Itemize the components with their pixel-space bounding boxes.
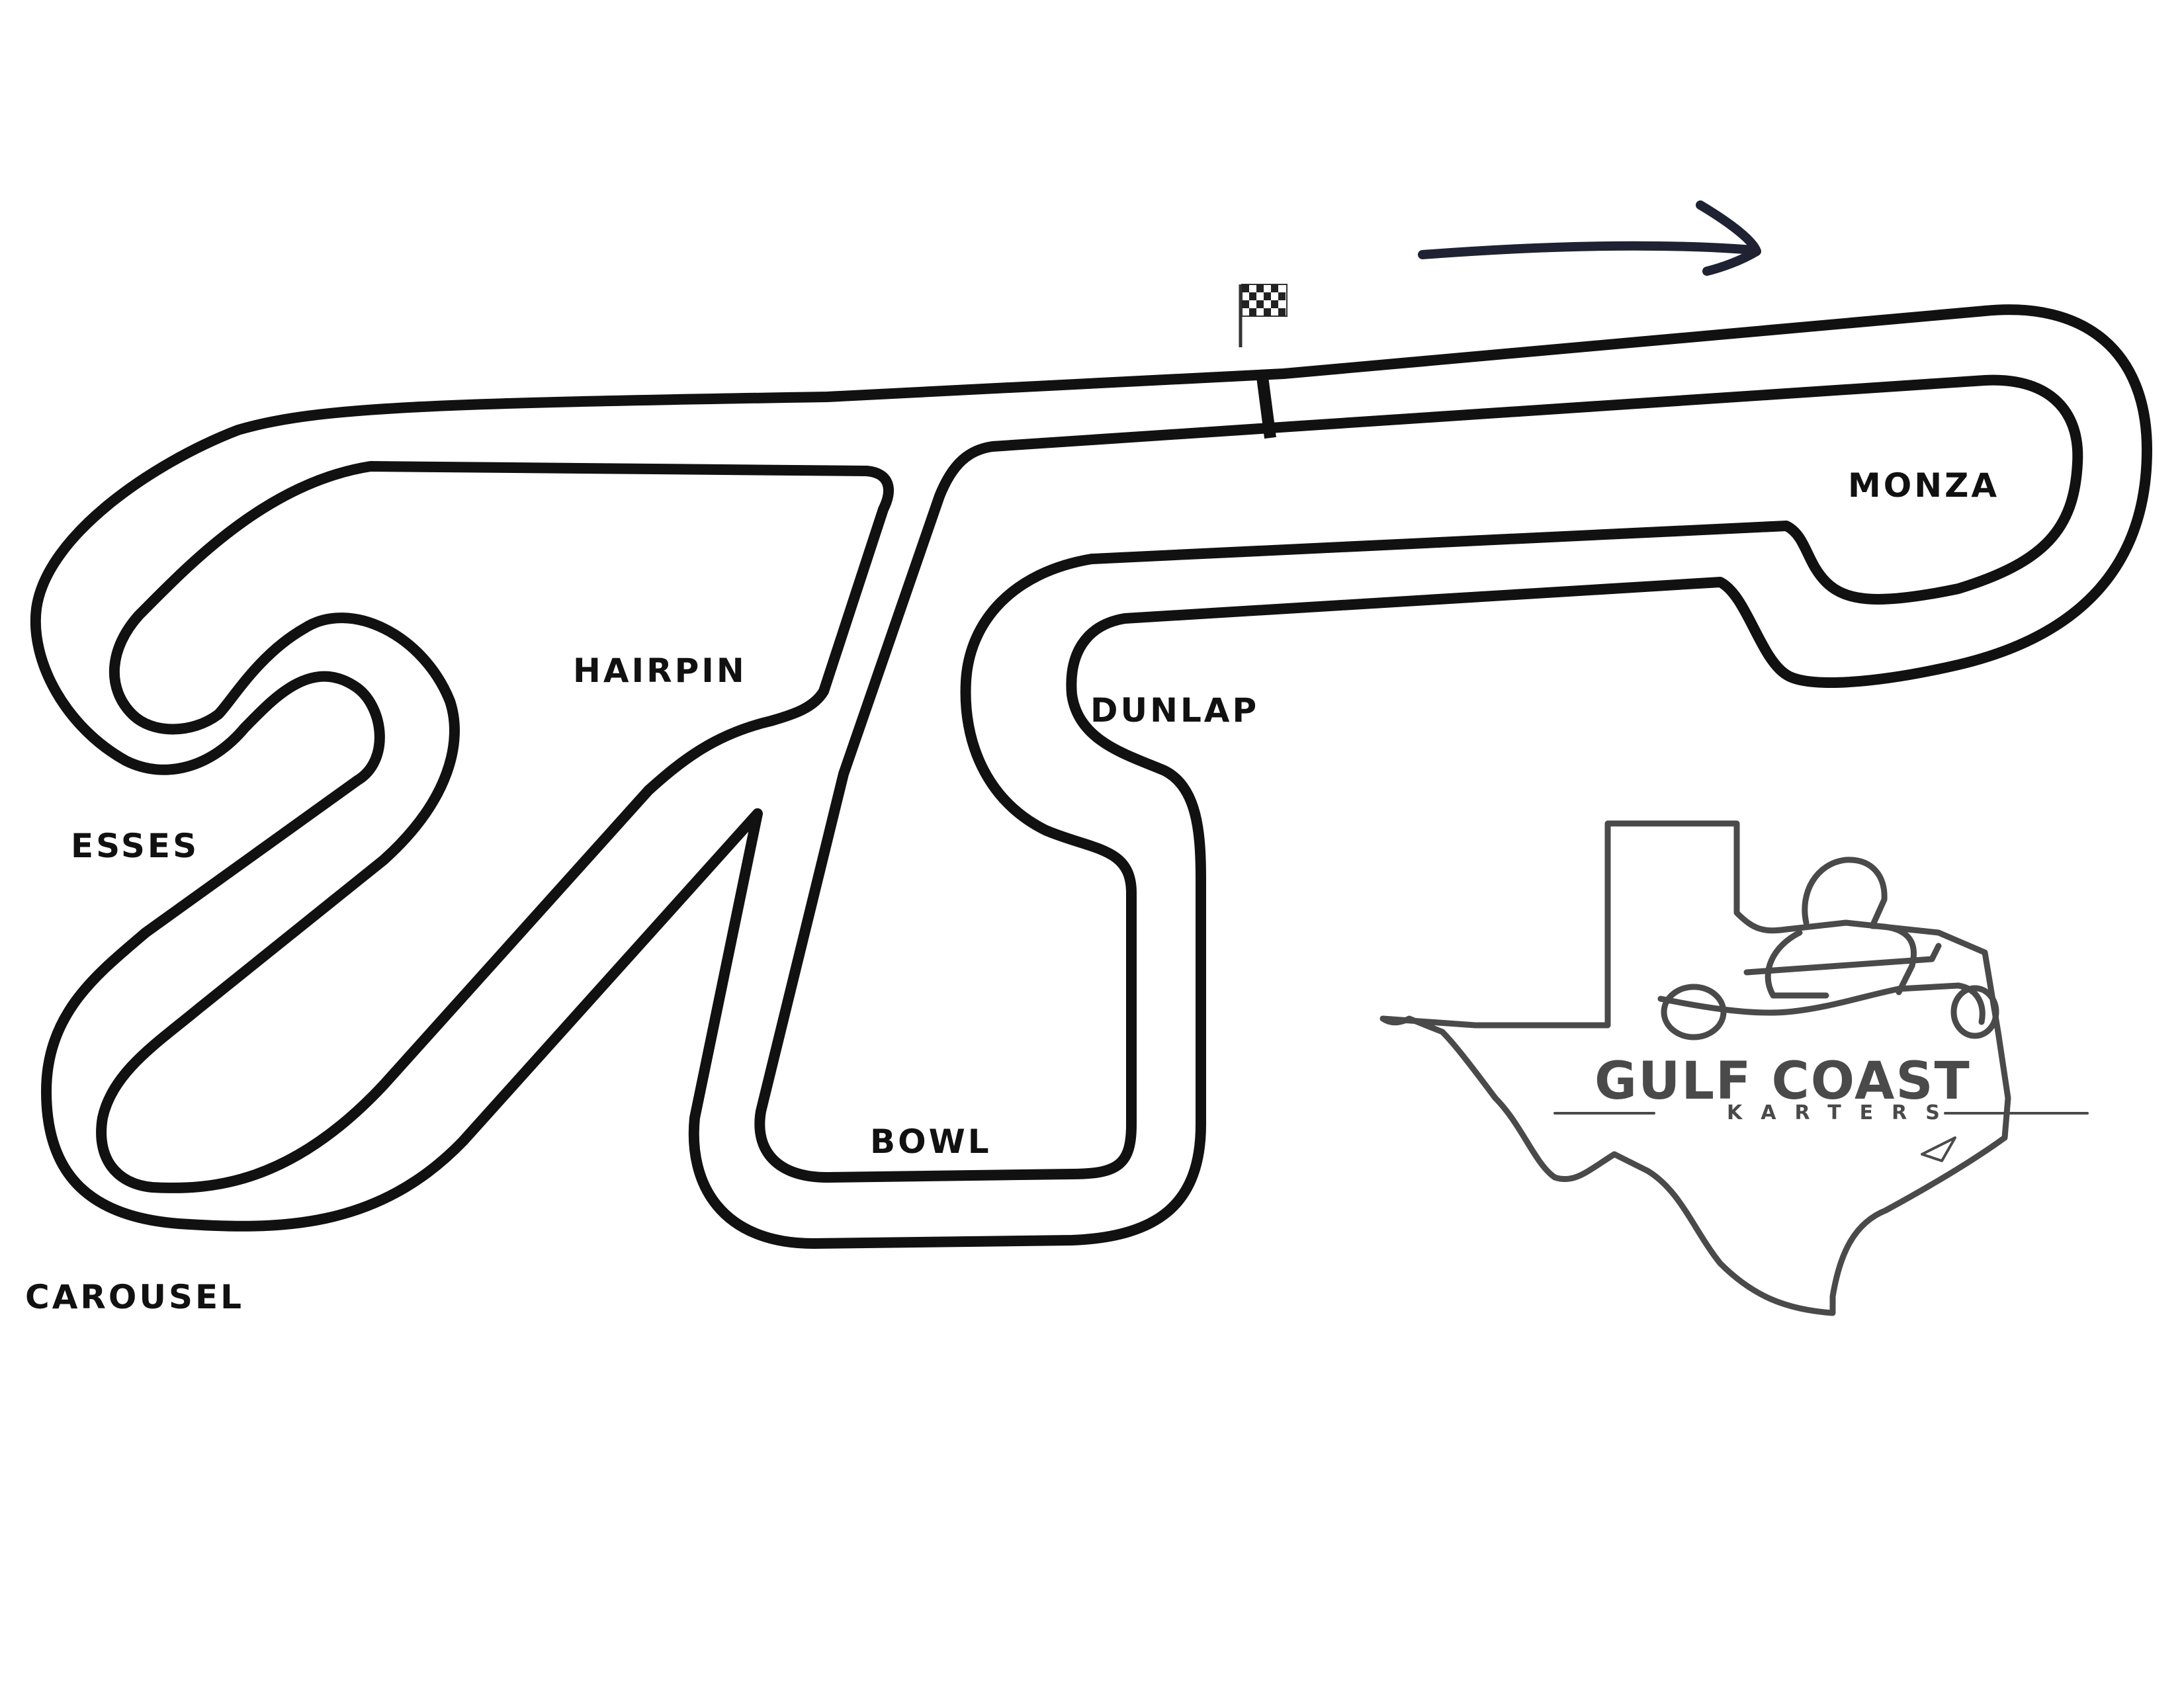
- turn-label-hairpin: HAIRPIN: [573, 652, 747, 690]
- logo-flag-mark: [1921, 1136, 1956, 1162]
- kart-wheel-rear-right: [1950, 985, 1999, 1039]
- kart-wheel-rear-left: [1661, 984, 1727, 1040]
- turn-label-dunlap: DUNLAP: [1090, 691, 1260, 730]
- turn-label-esses: ESSES: [71, 827, 200, 865]
- kart-frame: [1743, 943, 1942, 976]
- track-inner-edge-west: [96, 461, 894, 1193]
- turn-label-carousel: CAROUSEL: [25, 1278, 245, 1316]
- track-outer-edge: [30, 304, 2152, 1249]
- kart-driver: [1765, 857, 1917, 999]
- start-finish-line: [1256, 376, 1276, 439]
- turn-label-monza: MONZA: [1848, 466, 2000, 505]
- direction-arrow-icon: [1418, 200, 1761, 276]
- kart-body: [1657, 982, 1986, 1025]
- turn-label-bowl: BOWL: [870, 1122, 992, 1161]
- logo-title: GULF COAST: [1594, 1052, 1971, 1111]
- texas-kart-logo: [1379, 820, 2089, 1316]
- logo-subtitle: KARTERS: [1727, 1101, 1958, 1124]
- texas-outline: [1379, 820, 2011, 1316]
- checkered-flag-icon: [1239, 284, 1288, 347]
- track-inner-edge-east: [754, 374, 2083, 1183]
